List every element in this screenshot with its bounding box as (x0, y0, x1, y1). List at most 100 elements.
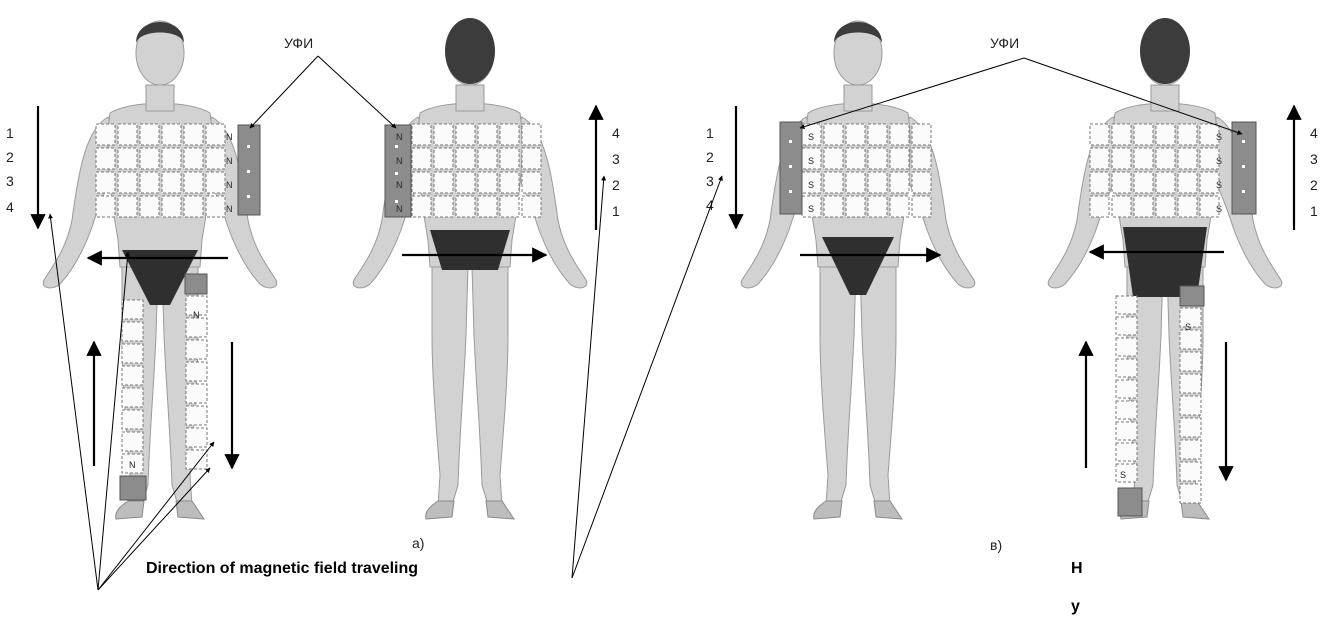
applicator-cell (162, 172, 181, 193)
applicator-cell (824, 172, 843, 193)
applicator-cell (206, 172, 225, 193)
applicator-cell (1156, 172, 1175, 193)
applicator-cell (500, 124, 519, 145)
leg-applicator-cell (186, 406, 207, 425)
pole-marker: N (226, 204, 233, 214)
applicator-cell (1134, 124, 1153, 145)
leg-applicator-cell (186, 428, 207, 447)
applicator-cell (412, 148, 431, 169)
applicator-cell (162, 148, 181, 169)
applicator-cell (824, 196, 843, 217)
leg-applicator-cell (122, 344, 143, 363)
panel-a-back-figure (353, 18, 587, 519)
applicator-cell (890, 124, 909, 145)
applicator-cell (206, 124, 225, 145)
leg-applicator-cell (122, 366, 143, 385)
applicator-cell (912, 148, 931, 169)
applicator-cell (96, 124, 115, 145)
applicator-cell (162, 196, 181, 217)
applicator-cell (1156, 124, 1175, 145)
pole-marker: N (226, 156, 233, 166)
applicator-cell (1112, 124, 1131, 145)
leg-applicator-cell (1180, 352, 1201, 371)
applicator-cell (1112, 196, 1131, 217)
applicator-cell (118, 172, 137, 193)
svg-text:3: 3 (706, 173, 714, 189)
zone-numbers-b-back: 4 3 2 1 (1310, 125, 1318, 219)
applicator-cell (1178, 148, 1197, 169)
svg-text:3: 3 (612, 151, 620, 167)
leg-applicator-cell (186, 362, 207, 381)
applicator-cell (912, 172, 931, 193)
leg-applicator-cell (1116, 296, 1137, 314)
leg-applicator-cell (186, 450, 207, 469)
svg-text:1: 1 (6, 125, 14, 141)
applicator-cell (824, 148, 843, 169)
applicator-cell (1178, 124, 1197, 145)
applicator-cell (1178, 196, 1197, 217)
applicator-cell (868, 172, 887, 193)
panel-b-front-figure (741, 21, 975, 519)
leg-applicator-cell (186, 384, 207, 403)
applicator-cell (184, 148, 203, 169)
zone-numbers-a-back: 4 3 2 1 (612, 125, 620, 219)
applicator-cell (456, 172, 475, 193)
uv-emitter-b-back (1232, 122, 1256, 214)
applicator-cell (478, 148, 497, 169)
applicator-cell (140, 172, 159, 193)
leg-applicator-cell (122, 388, 143, 407)
applicator-cell (162, 124, 181, 145)
applicator-cell (868, 124, 887, 145)
applicator-cell (478, 196, 497, 217)
pole-marker: S (1216, 132, 1222, 142)
applicator-cell (412, 124, 431, 145)
applicator-cell (412, 172, 431, 193)
applicator-cell (434, 172, 453, 193)
applicator-cell (1090, 124, 1109, 145)
leg-applicator-cell (1180, 462, 1201, 481)
applicator-cell (184, 196, 203, 217)
applicator-cell (912, 124, 931, 145)
svg-text:3: 3 (6, 173, 14, 189)
svg-text:2: 2 (6, 149, 14, 165)
pole-marker: S (1216, 180, 1222, 190)
applicator-cell (522, 172, 541, 193)
stray-letter-1: Н (1071, 560, 1083, 577)
applicator-cell (1090, 196, 1109, 217)
applicator-cell (500, 172, 519, 193)
pole-marker: N (396, 156, 403, 166)
leg-applicator-cell (1180, 330, 1201, 349)
uv-emitter-label-a: УФИ (284, 35, 313, 51)
pole-marker: S (808, 132, 814, 142)
pole-marker: N (396, 204, 403, 214)
pole-marker: N (396, 180, 403, 190)
applicator-cell (456, 124, 475, 145)
applicator-cell (184, 124, 203, 145)
applicator-cell (1134, 196, 1153, 217)
leg-applicator-cell (1116, 401, 1137, 419)
applicator-cell (118, 196, 137, 217)
panel-b-back-figure (1048, 18, 1282, 519)
stray-letter-2: у (1071, 598, 1080, 615)
zone-numbers-a-front: 1 2 3 4 (6, 125, 14, 215)
applicator-cell (118, 124, 137, 145)
pole-marker: S (808, 156, 814, 166)
leg-applicator-cell (1116, 443, 1137, 461)
leg-applicator-cell (1180, 374, 1201, 393)
applicator-cell (96, 172, 115, 193)
applicator-cell (846, 172, 865, 193)
applicator-cell (96, 196, 115, 217)
pole-marker: N (226, 132, 233, 142)
applicator-cell (500, 148, 519, 169)
applicator-cell (434, 124, 453, 145)
uv-emitter-a-front (238, 125, 260, 215)
uv-emitter-b-front (780, 122, 802, 214)
leg-applicator-cell (122, 322, 143, 341)
leg-applicator-cell (1180, 484, 1201, 503)
svg-text:1: 1 (1310, 203, 1318, 219)
applicator-cell (1156, 196, 1175, 217)
applicator-cell (140, 196, 159, 217)
applicator-cell (890, 196, 909, 217)
applicator-cell (1090, 148, 1109, 169)
applicator-cell (184, 172, 203, 193)
